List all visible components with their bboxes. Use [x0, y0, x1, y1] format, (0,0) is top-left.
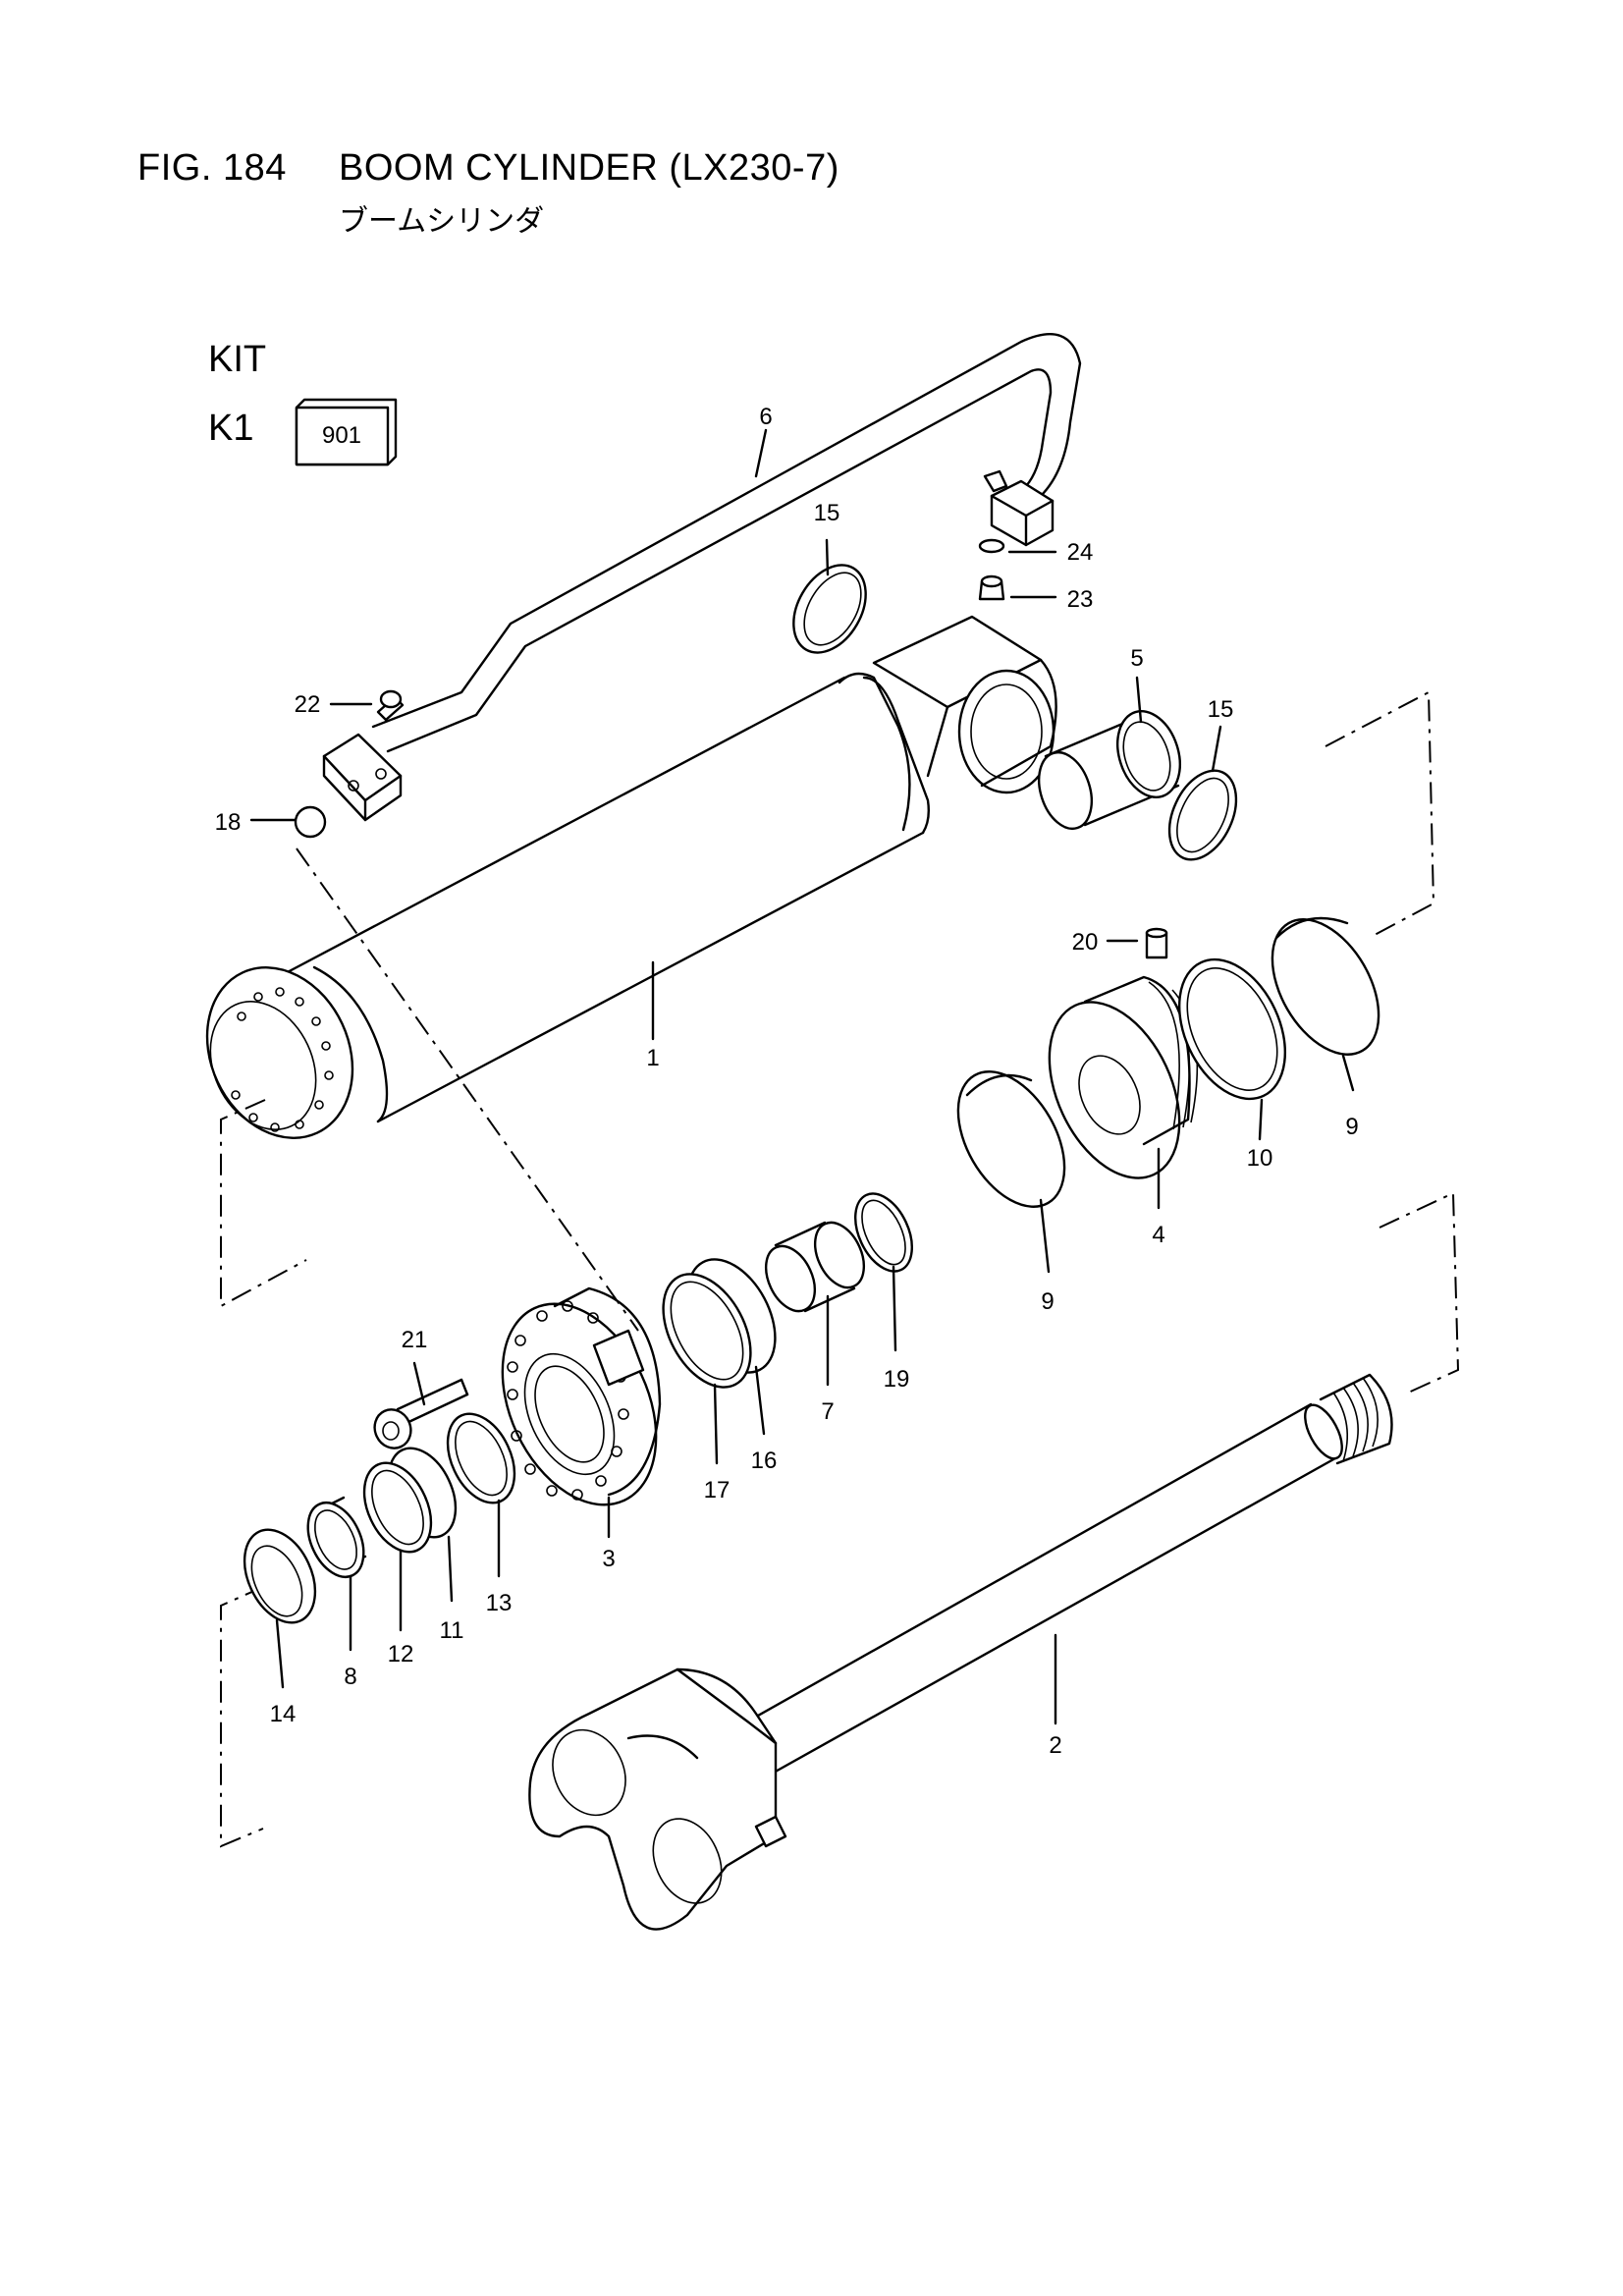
kit-box[interactable]: 901 — [295, 398, 398, 466]
part-15-o-ring-lower[interactable] — [1157, 760, 1250, 870]
part-13-seal[interactable] — [435, 1403, 528, 1513]
part-1-cylinder-tube[interactable] — [181, 615, 1057, 1162]
part-20-set-screw[interactable] — [1145, 927, 1168, 959]
part-8-bushing[interactable] — [297, 1494, 374, 1586]
callout-18[interactable]: 18 — [215, 809, 242, 836]
pipe-bracket[interactable] — [322, 733, 403, 822]
figure-title-row: FIG. 184 BOOM CYLINDER (LX230-7) — [137, 147, 839, 190]
callout-21[interactable]: 21 — [402, 1327, 428, 1353]
callout-17[interactable]: 17 — [704, 1477, 730, 1503]
callout-22[interactable]: 22 — [295, 691, 321, 718]
callout-15-upper[interactable]: 15 — [814, 500, 840, 526]
assembly-line-ball-to-head — [296, 847, 639, 1332]
callout-20[interactable]: 20 — [1072, 929, 1099, 956]
part-15-o-ring-upper[interactable] — [779, 552, 880, 665]
callout-3[interactable]: 3 — [602, 1546, 615, 1572]
figure-subtitle-jp: ブームシリンダ — [339, 204, 545, 239]
kit-row-label: K1 — [208, 408, 254, 449]
part-7-bushing[interactable] — [756, 1215, 873, 1319]
kit-number: 901 — [322, 422, 361, 449]
callout-11[interactable]: 11 — [440, 1617, 464, 1644]
part-19-snap-ring[interactable] — [844, 1184, 924, 1280]
callout-9-right[interactable]: 9 — [1345, 1114, 1358, 1140]
part-9-wear-ring-right[interactable] — [1251, 902, 1401, 1073]
kit-heading: KIT — [208, 339, 267, 380]
part-9-wear-ring-left[interactable] — [937, 1054, 1087, 1226]
callout-9-left[interactable]: 9 — [1041, 1288, 1054, 1315]
callout-13[interactable]: 13 — [486, 1590, 513, 1616]
part-3-cylinder-head[interactable] — [472, 1280, 686, 1530]
part-6-pipe[interactable] — [371, 333, 1082, 753]
callout-5[interactable]: 5 — [1130, 645, 1143, 672]
callout-19[interactable]: 19 — [884, 1366, 910, 1393]
callout-14[interactable]: 14 — [270, 1701, 297, 1727]
callout-24[interactable]: 24 — [1067, 539, 1094, 566]
part-22-bolt[interactable] — [376, 689, 405, 722]
part-18-steel-ball[interactable] — [294, 805, 327, 839]
callout-10[interactable]: 10 — [1247, 1145, 1273, 1172]
part-12-seal[interactable] — [352, 1452, 445, 1562]
part-2-piston-rod[interactable] — [528, 1373, 1393, 1931]
part-17-ring[interactable] — [645, 1259, 768, 1401]
part-14-dust-seal[interactable] — [231, 1518, 329, 1634]
assembly-line-rod-left — [220, 1585, 266, 1848]
figure-code: FIG. 184 — [137, 147, 287, 189]
part-23-bolt[interactable] — [978, 574, 1005, 601]
callout-4[interactable]: 4 — [1152, 1222, 1164, 1248]
leader-lines — [249, 428, 1355, 1725]
callout-7[interactable]: 7 — [821, 1398, 834, 1425]
callout-6[interactable]: 6 — [759, 404, 772, 430]
pipe-connector-block[interactable] — [983, 469, 1055, 547]
callout-2[interactable]: 2 — [1049, 1732, 1061, 1759]
callout-12[interactable]: 12 — [388, 1641, 414, 1667]
part-10-seal-ring[interactable] — [1159, 943, 1306, 1117]
assembly-line-tube-right — [1325, 690, 1435, 936]
part-21-bolt[interactable] — [368, 1378, 469, 1454]
callout-labels: 6 15 5 15 22 18 24 23 1 20 9 10 4 9 19 7… — [215, 404, 1359, 1759]
callout-1[interactable]: 1 — [646, 1045, 659, 1071]
callout-23[interactable]: 23 — [1067, 586, 1094, 613]
figure-title: BOOM CYLINDER (LX230-7) — [339, 147, 839, 189]
part-24-washer[interactable] — [978, 538, 1005, 554]
part-5-bushing[interactable] — [1030, 703, 1191, 836]
callout-15-lower[interactable]: 15 — [1208, 696, 1234, 723]
callout-16[interactable]: 16 — [751, 1448, 778, 1474]
callout-8[interactable]: 8 — [344, 1664, 356, 1690]
assembly-line-rod-right — [1379, 1191, 1460, 1395]
assembly-line-tube-left — [220, 1099, 307, 1308]
